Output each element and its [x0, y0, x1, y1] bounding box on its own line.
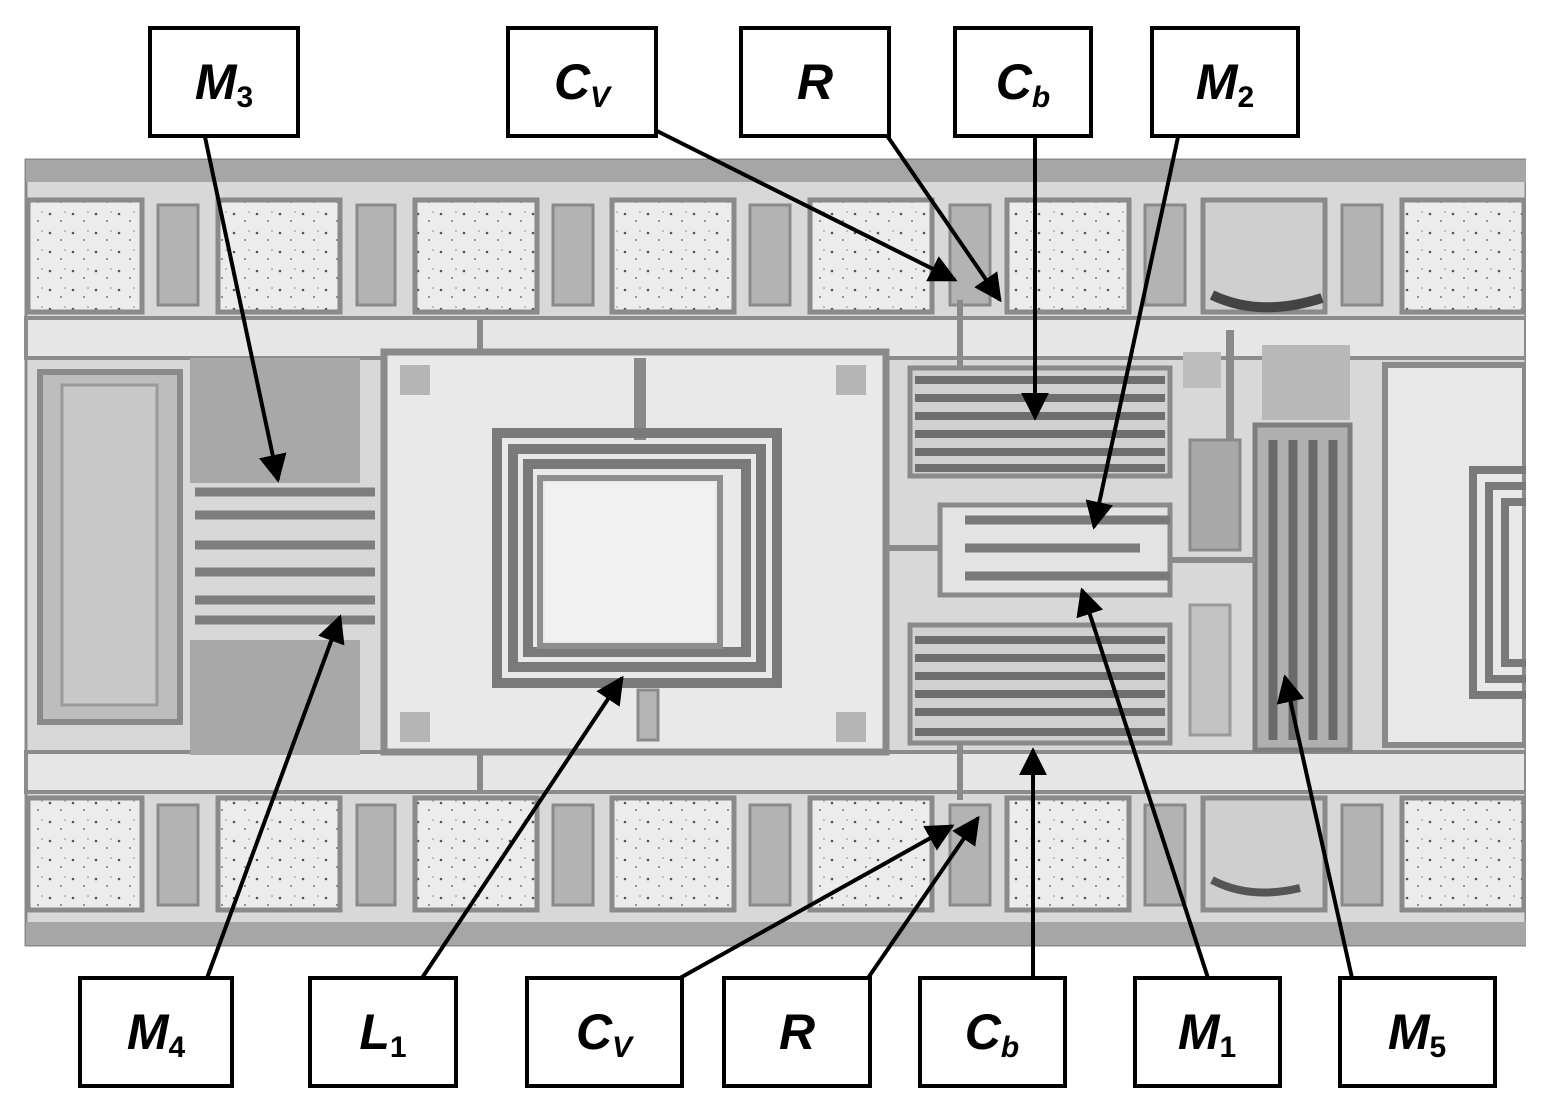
- label-texts: M3 CV R Cb M2 M4 L1 CV R Cb M1 M5: [127, 54, 1446, 1064]
- pad: [412, 197, 540, 315]
- pad: [215, 197, 343, 315]
- pad: [25, 795, 145, 913]
- cb-bottom-label: Cb: [965, 1004, 1019, 1064]
- m3-label: M3: [195, 54, 253, 114]
- m5-transistor: [1252, 422, 1353, 753]
- arrow-cv-top: [654, 128, 958, 282]
- cv-top-label: CV: [554, 54, 613, 114]
- m1-label-box: [1133, 976, 1282, 1088]
- pad: [1399, 197, 1527, 315]
- m5-label-box: [1338, 976, 1497, 1088]
- arrow-l1: [420, 675, 624, 980]
- die-micrograph: [24, 150, 1553, 960]
- m1-label: M1: [1178, 1004, 1236, 1064]
- top-rail: [26, 160, 1526, 182]
- m1-m2-transistor: [937, 502, 1173, 598]
- arrow-r-top: [886, 135, 1002, 303]
- r-top-label-box: [739, 26, 891, 138]
- m3-label-box: [148, 26, 300, 138]
- pad: [412, 795, 540, 913]
- arrow-m5: [1276, 674, 1354, 979]
- callout-arrows: [203, 128, 1354, 980]
- pad: [25, 197, 145, 315]
- bottom-pad-row: [25, 795, 1527, 913]
- l1-label: L1: [359, 1004, 406, 1064]
- cv-top-label-box: [506, 26, 658, 138]
- pad: [807, 795, 935, 913]
- pad: [609, 197, 737, 315]
- label-boxes: [78, 26, 1497, 1088]
- arrow-m2: [1085, 136, 1180, 530]
- cv-bottom-label: CV: [576, 1004, 635, 1064]
- r-bottom-label: R: [779, 1004, 815, 1060]
- r-bottom-label-box: [722, 976, 872, 1088]
- pad: [609, 795, 737, 913]
- top-pad-row: [25, 197, 1527, 315]
- m3-m4-fingers: [195, 487, 375, 625]
- m2-label: M2: [1196, 54, 1254, 114]
- cb-top-label-box: [953, 26, 1093, 138]
- pad: [1399, 795, 1527, 913]
- m4-region: [190, 640, 360, 755]
- cb-top-label: Cb: [996, 54, 1050, 114]
- arrow-cv-bottom: [679, 824, 955, 980]
- cv-bottom-label-box: [525, 976, 684, 1088]
- pad: [1004, 795, 1132, 913]
- arrow-m3: [203, 136, 287, 483]
- m2-label-box: [1150, 26, 1300, 138]
- cb-upper-fingers: [907, 365, 1173, 479]
- arrow-r-bottom: [866, 815, 980, 980]
- cb-lower-fingers: [907, 622, 1173, 746]
- bottom-pad-separators: [156, 803, 1384, 907]
- inductor-l1-spiral: [492, 428, 782, 688]
- m5-label: M5: [1388, 1004, 1446, 1064]
- l1-label-box: [308, 976, 458, 1088]
- pad: [1004, 197, 1132, 315]
- cb-bottom-label-box: [918, 976, 1067, 1088]
- arrow-m4: [205, 614, 345, 979]
- m4-label: M4: [127, 1004, 186, 1064]
- arrow-m1: [1076, 587, 1210, 979]
- bottom-rail: [26, 922, 1526, 945]
- m4-label-box: [78, 976, 234, 1088]
- r-top-label: R: [797, 54, 833, 110]
